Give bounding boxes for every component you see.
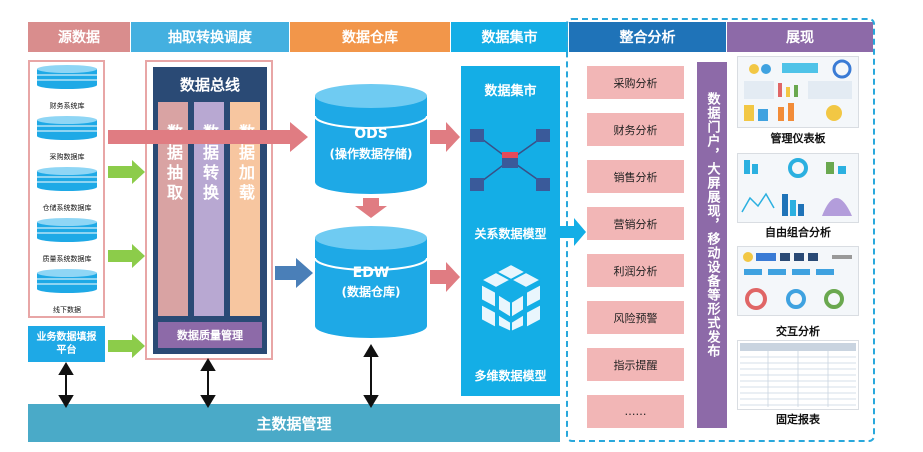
pink-arrow [108, 122, 308, 152]
source-panel [28, 60, 105, 318]
fill-platform-box: 业务数据填报平台 [28, 326, 105, 362]
relational-model-icon [470, 129, 550, 191]
double-arrow [58, 344, 379, 408]
edw-cylinder [314, 226, 428, 338]
header-display: 展现 [727, 22, 873, 52]
header-source: 源数据 [28, 22, 130, 52]
portal-panel [697, 62, 727, 428]
relational-model-label: 关系数据模型 [474, 227, 547, 241]
display-caption: 自由组合分析 [765, 226, 831, 239]
pink-arrow [355, 198, 387, 218]
analysis-item: 采购分析 [587, 66, 684, 99]
analysis-item: 销售分析 [587, 160, 684, 193]
analysis-item: 营销分析 [587, 207, 684, 240]
fixed-report-thumbnail [737, 340, 859, 410]
multidim-cube-icon [478, 262, 544, 334]
green-arrow [108, 334, 145, 358]
display-caption: 交互分析 [776, 325, 820, 338]
pink-arrow [430, 262, 460, 292]
source-label: 仓储系统数据库 [42, 204, 92, 212]
master-data-bar: 主数据管理 [28, 404, 560, 442]
ods-subtitle: (操作数据存储) [329, 147, 413, 161]
green-arrow [108, 160, 145, 184]
pink-arrow [430, 122, 460, 152]
bus-quality: 数据质量管理 [158, 322, 262, 348]
analysis-item: …… [587, 395, 684, 428]
mart-title: 数据集市 [484, 84, 537, 99]
display-caption: 管理仪表板 [770, 132, 826, 145]
edw-title: EDW [352, 265, 390, 281]
source-label: 采购数据库 [49, 153, 85, 161]
source-label: 质量系统数据库 [42, 255, 92, 263]
bus-title: 数据总线 [179, 75, 240, 94]
analysis-item: 财务分析 [587, 113, 684, 146]
analysis-item: 利润分析 [587, 254, 684, 287]
multidim-model-label: 多维数据模型 [474, 369, 547, 383]
mart-panel [461, 66, 560, 396]
free-analysis-thumbnail [737, 153, 859, 223]
source-label: 线下数据 [53, 306, 81, 314]
header-mart: 数据集市 [451, 22, 568, 52]
bus-outer-frame [145, 60, 273, 360]
header-analysis: 整合分析 [569, 22, 726, 52]
interactive-analysis-thumbnail [737, 246, 859, 316]
ods-title: ODS [354, 126, 388, 142]
blue-arrow [275, 258, 313, 288]
analysis-item: 指示提醒 [587, 348, 684, 381]
portal-text: 数据门户，大屏展现，移动设备等形式发布 [704, 92, 720, 358]
header-dw: 数据仓库 [290, 22, 450, 52]
display-caption: 固定报表 [776, 413, 820, 426]
analysis-item: 风险预警 [587, 301, 684, 334]
edw-subtitle: (数据仓库) [341, 285, 401, 299]
source-label: 财务系统库 [49, 102, 85, 110]
dashboard-thumbnail [737, 56, 859, 128]
ods-cylinder [314, 84, 428, 194]
mart-to-analysis-arrow [560, 218, 586, 246]
green-arrow [108, 244, 145, 268]
header-etl: 抽取转换调度 [131, 22, 289, 52]
